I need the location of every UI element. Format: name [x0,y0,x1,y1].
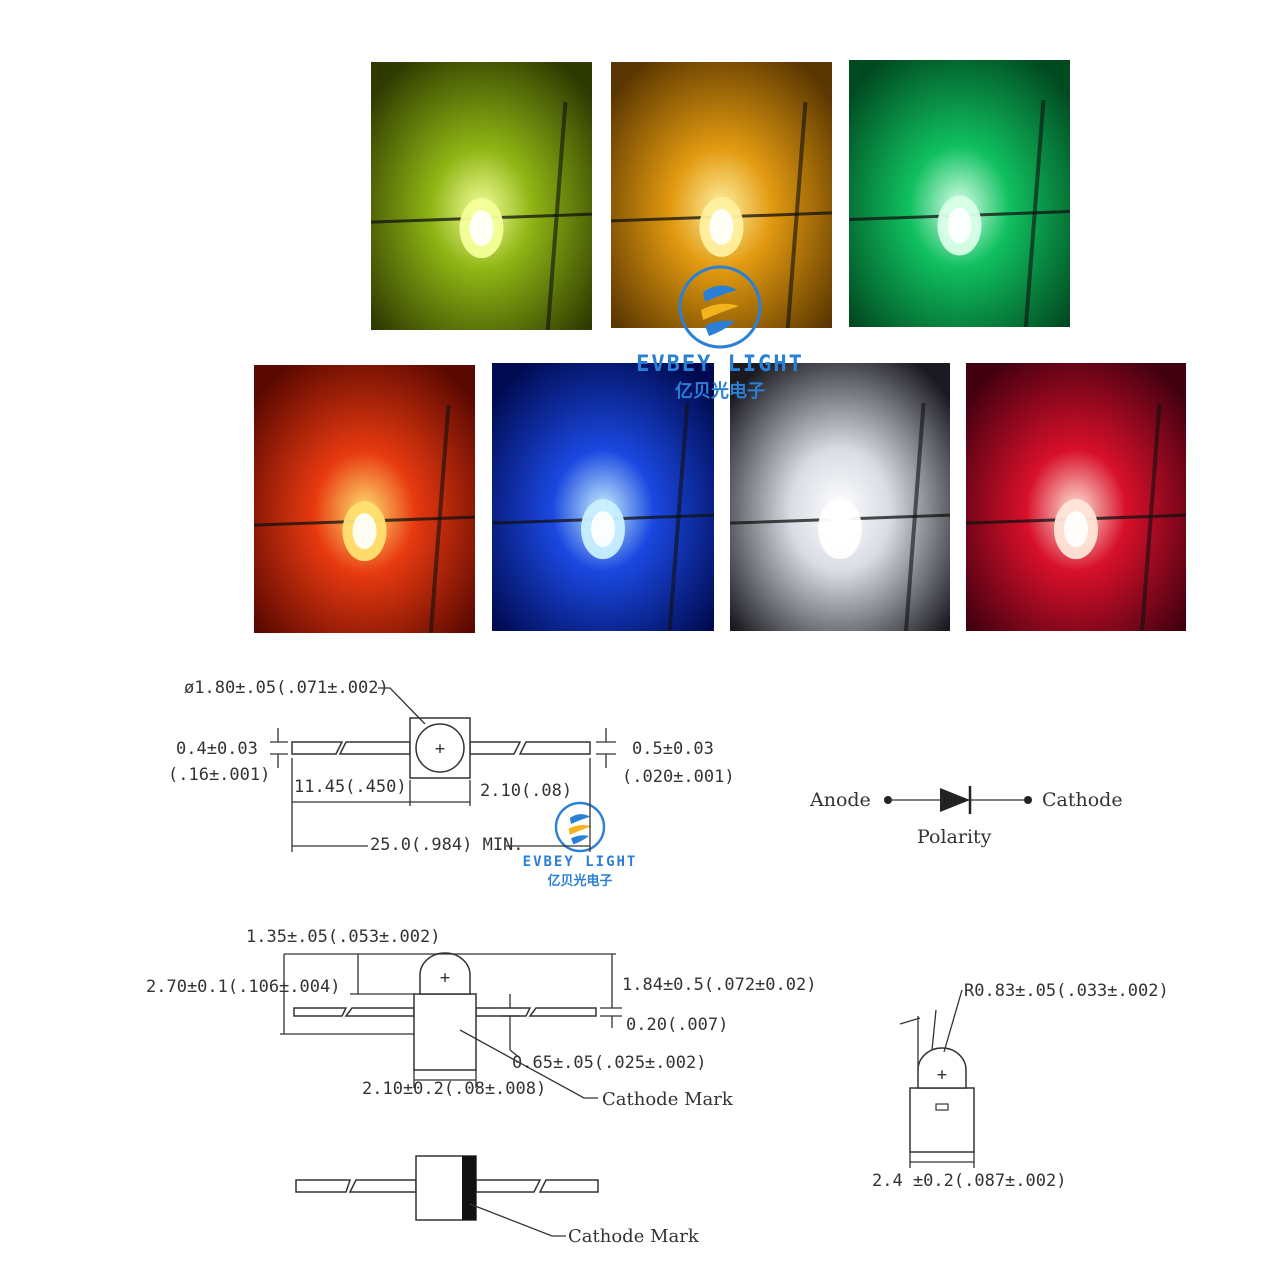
end-plus: + [937,1065,947,1085]
end-view: + R0.83±.05(.033±.002) 2.4 ±0.2(.087±.00… [872,981,1169,1191]
dim-lead-len: 11.45(.450) [294,777,407,797]
led-photo-red [254,365,475,633]
top-lead-right-1 [469,741,522,755]
top-lead-left-2 [338,741,411,755]
photo-red [254,365,475,633]
bottom-view: Cathode Mark [295,1155,700,1247]
diode-arrow-icon [940,788,970,812]
side-dome [419,952,471,995]
dim-lead-thick-b: (.16±.001) [168,765,270,785]
bottom-cathode-band [462,1156,476,1220]
watermark-small-cn: 亿贝光电子 [547,874,613,889]
dim-body-w: 2.10(.08) [480,781,572,801]
end-body [909,1087,975,1153]
watermark-en: EVBEY LIGHT [636,352,804,377]
polarity-anode: Anode [809,789,871,811]
watermark-small-en: EVBEY LIGHT [522,854,638,870]
polarity-title: Polarity [917,826,992,848]
dim-radius: R0.83±.05(.033±.002) [964,981,1169,1001]
top-lead-left-1 [291,741,344,755]
led-photo-white [730,363,950,631]
photo-amber [611,62,832,328]
top-lens [415,723,465,773]
dim-dome: 1.35±.05(.053±.002) [246,927,440,947]
led-photo-blue [492,363,714,631]
polarity-cathode: Cathode [1042,789,1123,811]
dim-lead-off: 0.65±.05(.025±.002) [512,1053,706,1073]
dim-width: 2.10±0.2(.08±.008) [362,1079,546,1099]
dim-diameter: ø1.80±.05(.071±.002) [184,678,389,698]
led-photo-green [849,60,1070,327]
top-lead-right-2 [518,741,591,755]
dim-height: 2.70±0.1(.106±.004) [146,977,340,997]
top-plus: + [435,739,445,759]
photo-white [730,363,950,631]
photo-green [849,60,1070,327]
dim-lead-t: 0.20(.007) [626,1015,728,1035]
end-dome [917,1047,967,1089]
photo-pink-red [966,363,1186,631]
led-photo-amber [611,62,832,328]
bottom-cathode-mark: Cathode Mark [568,1226,700,1247]
side-cathode-mark: Cathode Mark [602,1089,734,1110]
dim-lead-w-a: 0.5±0.03 [632,739,714,759]
polarity-symbol: Anode Cathode Polarity [809,786,1123,848]
photo-blue [492,363,714,631]
watermark-logo-icon [678,265,762,349]
side-body [413,993,477,1071]
side-plus: + [440,968,450,988]
side-view: + 1.35±.05(.053±.002) 2.70±0.1(.106±.004… [146,927,816,1110]
dim-lead-w-b: (.020±.001) [622,767,735,787]
dim-lead-pos: 1.84±0.5(.072±0.02) [622,975,816,995]
watermark-cn: 亿贝光电子 [675,381,765,402]
dim-end-width: 2.4 ±0.2(.087±.002) [872,1171,1066,1191]
led-photo-yellow-green [371,62,592,330]
photo-yellow-green [371,62,592,330]
watermark-logo-small-icon [554,801,606,853]
watermark-top: EVBEY LIGHT 亿贝光电子 [600,262,840,403]
dim-lead-thick-a: 0.4±0.03 [176,739,258,759]
top-view: + ø1.80±.05(.071±.002) 0.4±0.03 (.16±.00… [168,678,735,855]
dim-total: 25.0(.984) MIN. [370,835,524,855]
watermark-mid: EVBEY LIGHT 亿贝光电子 [505,800,655,889]
led-photo-pink-red [966,363,1186,631]
